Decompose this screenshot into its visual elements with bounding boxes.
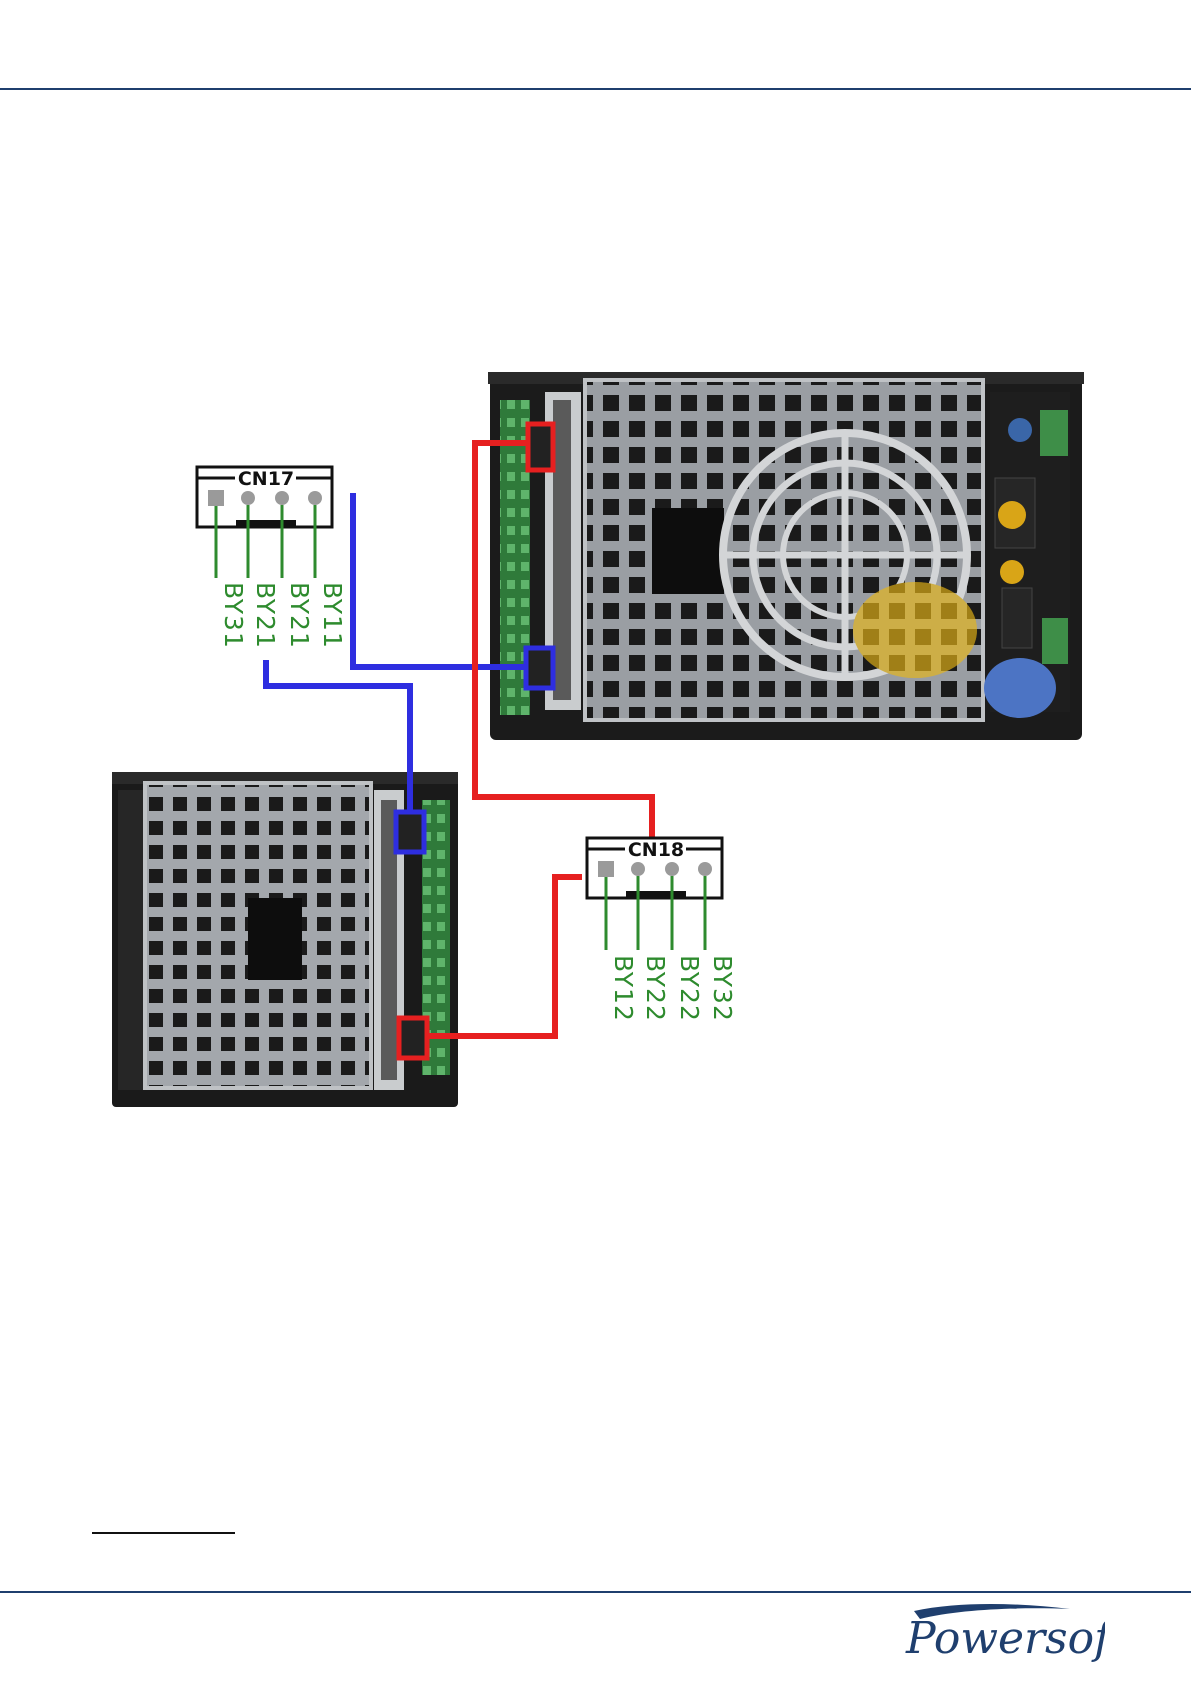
cn17-connector: CN17 BY31 BY21 BY21 BY11 [197,467,347,649]
main-board-photo [488,372,1084,740]
powersoft-logo: Powersoft [900,1603,1105,1663]
cn17-pin-2-label: BY21 [251,582,280,649]
cn18-title: CN18 [628,839,684,861]
footnote-rule [92,1532,235,1534]
main-board-red-highlight [528,424,553,470]
secondary-board-blue-highlight [396,812,424,852]
cn18-pin-4-label: BY32 [708,955,737,1022]
cn18-pin-3-label: BY22 [675,955,704,1022]
cn18-pin-2-label: BY22 [641,955,670,1022]
cn17-pin-3-label: BY21 [285,582,314,649]
cn18-pin-1-label: BY12 [609,955,638,1022]
cn17-title: CN17 [238,468,294,490]
powersoft-logo-text: Powersoft [905,1613,1105,1663]
secondary-board-red-highlight [399,1018,427,1058]
cn18-connector: CN18 BY12 BY22 BY22 BY32 [587,838,737,1022]
cn17-pin-1-label: BY31 [219,582,248,649]
cn17-pin-4-label: BY11 [318,582,347,649]
footer-rule [0,1591,1191,1593]
main-board-blue-highlight [526,648,553,688]
